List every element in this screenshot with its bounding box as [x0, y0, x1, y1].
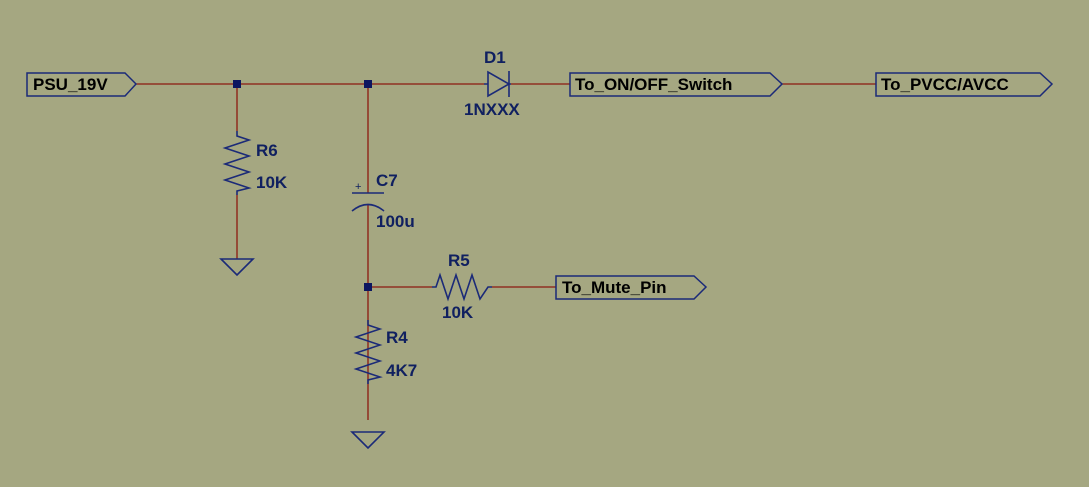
capacitor-c7[interactable]: + C7 100u — [351, 171, 415, 231]
net-flag-shape — [569, 72, 784, 97]
resistor-icon — [432, 272, 492, 302]
net-label-psu-19v[interactable]: PSU_19V — [26, 72, 138, 97]
net-flag-shape — [875, 72, 1054, 97]
diode-d1-ref: D1 — [484, 48, 506, 67]
resistor-icon — [222, 131, 252, 195]
net-label-on-off-text: To_ON/OFF_Switch — [575, 75, 732, 94]
net-label-pvcc-text: To_PVCC/AVCC — [881, 75, 1009, 94]
diode-d1-value: 1NXXX — [464, 100, 520, 119]
junction-r6 — [233, 80, 241, 88]
resistor-r6[interactable]: R6 10K — [222, 131, 288, 195]
net-label-on-off-switch[interactable]: To_ON/OFF_Switch — [569, 72, 784, 97]
net-label-mute-pin[interactable]: To_Mute_Pin — [555, 275, 708, 300]
net-label-psu-text: PSU_19V — [33, 75, 108, 94]
junctions — [233, 80, 372, 291]
net-label-mute-text: To_Mute_Pin — [562, 278, 667, 297]
resistor-r5-value: 10K — [442, 303, 474, 322]
net-label-pvcc-avcc[interactable]: To_PVCC/AVCC — [875, 72, 1054, 97]
resistor-r6-ref: R6 — [256, 141, 278, 160]
resistor-icon — [353, 320, 383, 384]
resistor-r4-ref: R4 — [386, 328, 408, 347]
resistor-r4-value: 4K7 — [386, 361, 417, 380]
net-flag-shape — [555, 275, 708, 300]
polarized-capacitor-icon — [351, 192, 385, 212]
resistor-r6-value: 10K — [256, 173, 288, 192]
resistor-r5-ref: R5 — [448, 251, 470, 270]
wires — [136, 83, 876, 420]
capacitor-c7-polarity: + — [355, 181, 361, 193]
junction-c7 — [364, 80, 372, 88]
diode-d1[interactable]: D1 1NXXX — [464, 48, 520, 119]
ground-icon — [219, 258, 255, 277]
ground-icon — [350, 431, 386, 450]
resistor-r5[interactable]: R5 10K — [432, 251, 492, 322]
diode-icon — [484, 70, 511, 98]
junction-r5 — [364, 283, 372, 291]
capacitor-c7-value: 100u — [376, 212, 415, 231]
resistor-r4[interactable]: R4 4K7 — [353, 320, 417, 384]
capacitor-c7-ref: C7 — [376, 171, 398, 190]
net-flag-shape — [26, 72, 138, 97]
